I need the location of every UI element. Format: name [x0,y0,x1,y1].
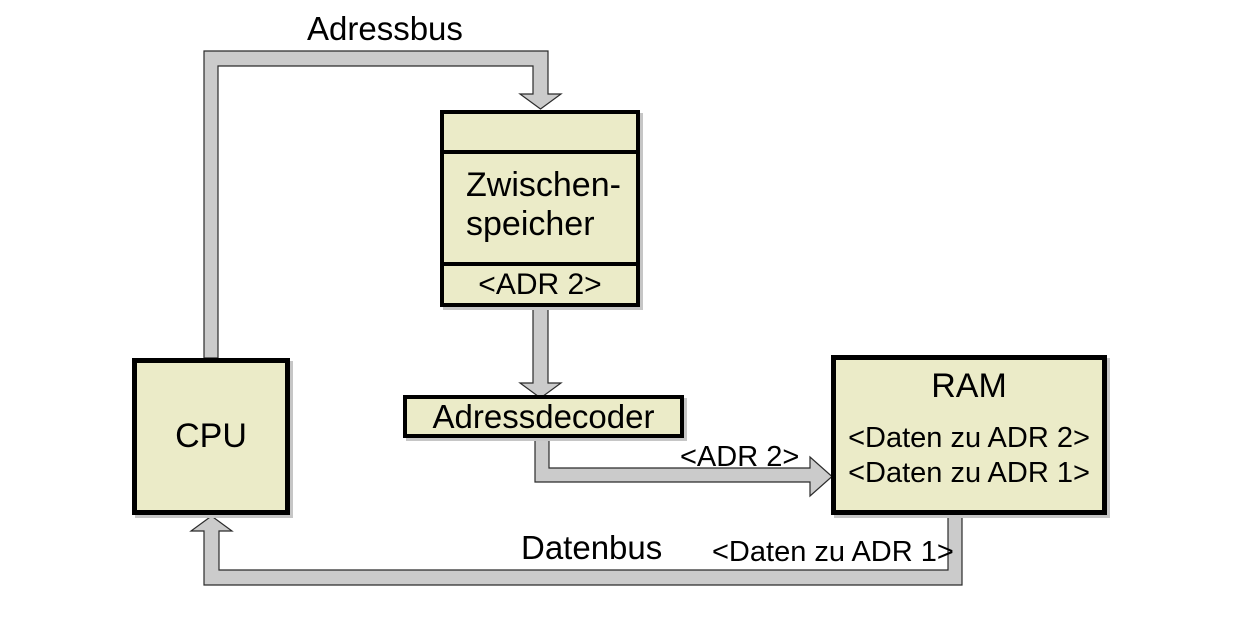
zwischenspeicher-adr-slot: <ADR 2> [444,266,636,303]
ram-box: RAM <Daten zu ADR 2> <Daten zu ADR 1> [831,355,1107,515]
zwischenspeicher-label-line1: Zwischen- [466,166,621,204]
ram-label: RAM [931,367,1007,405]
zwischenspeicher-empty-slot [444,114,636,150]
adressbus-label: Adressbus [307,10,463,47]
zwischenspeicher-label: Zwischen- speicher [444,154,636,262]
datenbus-label: Datenbus [521,529,663,566]
zwischenspeicher-divider-bottom [444,262,636,266]
adressdecoder-to-ram-pipe [534,435,833,498]
ram-data-slot-adr2: <Daten zu ADR 2> [848,422,1090,454]
zwischenspeicher-label-line2: speicher [466,205,595,243]
ram-data-slot-adr1: <Daten zu ADR 1> [848,457,1090,489]
daten-zu-adr1-pipe-label: <Daten zu ADR 1> [712,536,954,568]
datenbus-pipe [189,511,963,586]
zwischenspeicher-adr-value: <ADR 2> [478,268,602,301]
adressbus-pipe [203,50,563,359]
cpu-label: CPU [175,417,247,455]
zwischenspeicher-box: Zwischen- speicher <ADR 2> [440,110,640,307]
adr2-pipe-label: <ADR 2> [680,441,800,473]
zwischenspeicher-divider-top [444,150,636,154]
zwischenspeicher-to-adressdecoder-pipe [518,302,563,399]
cpu-box: CPU [132,358,290,515]
adressdecoder-box: Adressdecoder [403,395,684,438]
adressdecoder-label: Adressdecoder [432,397,655,435]
